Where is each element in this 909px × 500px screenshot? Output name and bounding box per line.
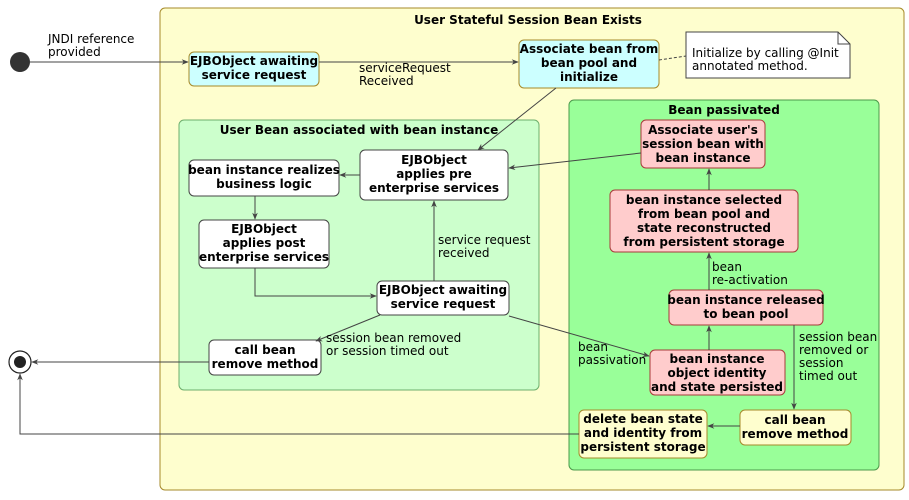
initial-node [10, 52, 30, 72]
state-business-logic [188, 159, 340, 197]
svg-text:Bean passivated: Bean passivated [668, 103, 780, 117]
state-post-services [198, 219, 330, 269]
outer-state-title: User Stateful Session Bean Exists [414, 13, 642, 27]
state-persisted [649, 349, 786, 396]
state-released [668, 289, 824, 326]
state-associate-pool [518, 39, 660, 89]
state-selected-from-pool [609, 189, 799, 253]
state-remove-inner [208, 339, 322, 376]
state-remove-passive [739, 409, 852, 446]
final-node [8, 350, 32, 374]
state-awaiting-inner [376, 280, 510, 316]
svg-text:User Bean associated with bean: User Bean associated with bean instance [220, 123, 498, 137]
state-ejb-awaiting-top [188, 51, 320, 87]
state-associate-session [640, 119, 766, 169]
